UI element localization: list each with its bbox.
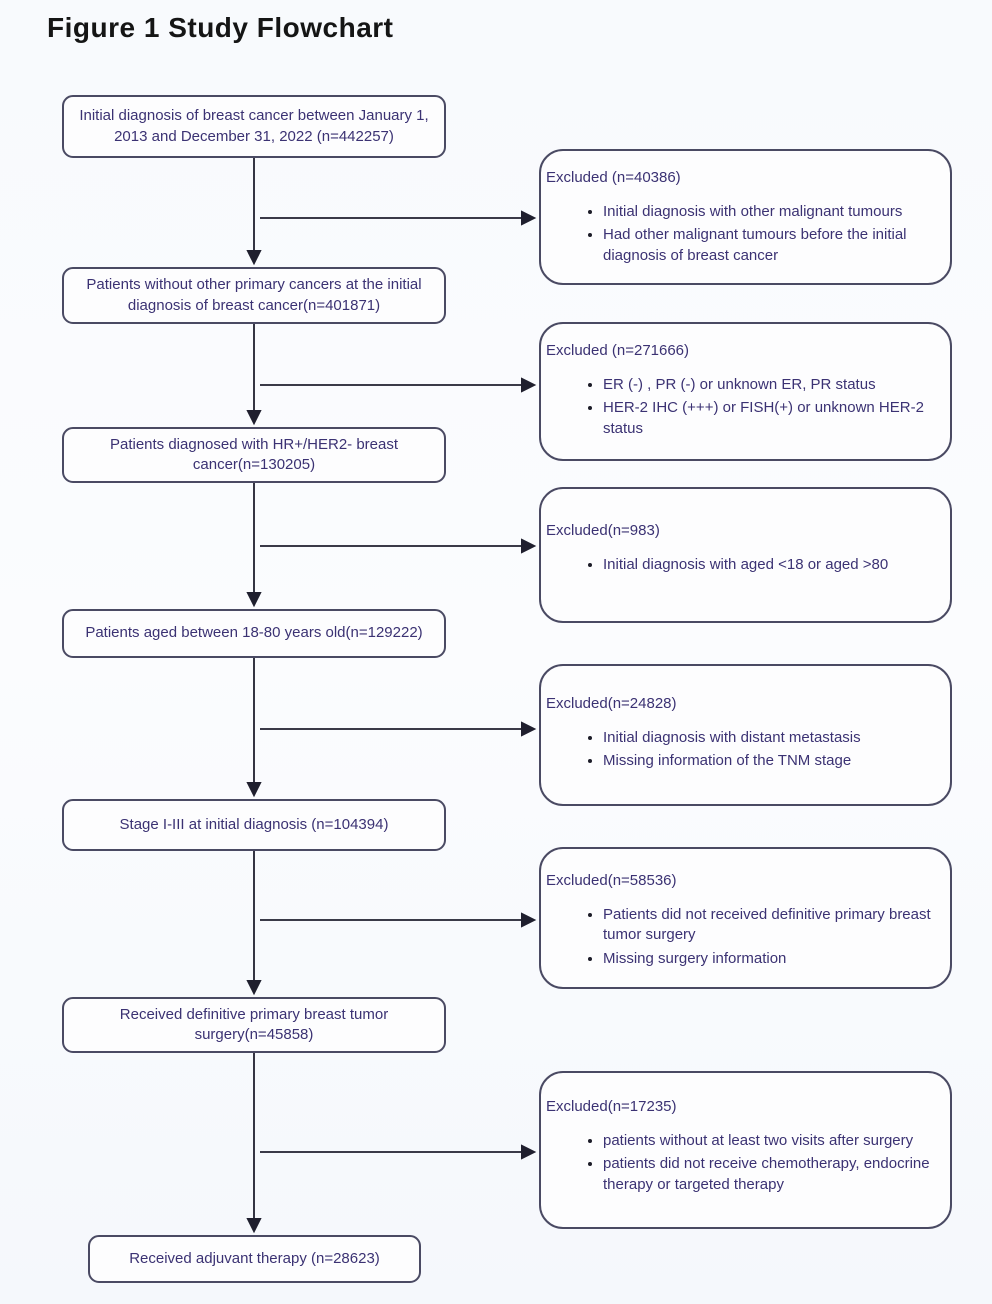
exclusion-bullet: ER (-) , PR (-) or unknown ER, PR status [603, 375, 936, 396]
exclusion-bullet-list: Initial diagnosis with distant metastasi… [546, 728, 936, 772]
exclusion-box-1: Excluded (n=40386) Initial diagnosis wit… [539, 149, 952, 285]
exclusion-bullet: Patients did not received definitive pri… [603, 905, 936, 946]
exclusion-bullet: patients without at least two visits aft… [603, 1131, 936, 1152]
exclusion-box-2: Excluded (n=271666) ER (-) , PR (-) or u… [539, 322, 952, 461]
flow-box-initial-diagnosis: Initial diagnosis of breast cancer betwe… [62, 95, 446, 158]
exclusion-bullet: Initial diagnosis with distant metastasi… [603, 728, 936, 749]
exclusion-box-3: Excluded(n=983) Initial diagnosis with a… [539, 487, 952, 623]
exclusion-header: Excluded(n=58536) [546, 872, 677, 889]
flow-box-label: Patients diagnosed with HR+/HER2- breast… [109, 435, 399, 473]
flow-box-stage-i-iii: Stage I-III at initial diagnosis (n=1043… [62, 799, 446, 851]
exclusion-header: Excluded(n=983) [546, 522, 660, 539]
exclusion-bullet: Had other malignant tumours before the i… [603, 225, 936, 266]
flow-box-no-other-primary-cancers: Patients without other primary cancers a… [62, 267, 446, 324]
exclusion-box-5: Excluded(n=58536) Patients did not recei… [539, 847, 952, 989]
exclusion-header: Excluded(n=24828) [546, 695, 677, 712]
flow-box-label: Patients aged between 18-80 years old(n=… [85, 624, 423, 642]
flow-box-aged-18-80: Patients aged between 18-80 years old(n=… [62, 609, 446, 658]
exclusion-bullet-list: ER (-) , PR (-) or unknown ER, PR status… [546, 375, 936, 440]
exclusion-bullet: Missing surgery information [603, 949, 936, 970]
exclusion-box-6: Excluded(n=17235) patients without at le… [539, 1071, 952, 1229]
figure-title: Figure 1 Study Flowchart [47, 12, 394, 43]
flow-box-label: Received definitive primary breast tumor… [119, 1005, 389, 1043]
exclusion-bullet-list: Patients did not received definitive pri… [546, 905, 936, 970]
flow-box-label: Stage I-III at initial diagnosis (n=1043… [119, 815, 389, 833]
exclusion-header: Excluded (n=40386) [546, 169, 681, 186]
flow-box-definitive-surgery: Received definitive primary breast tumor… [62, 997, 446, 1053]
exclusion-bullet: HER-2 IHC (+++) or FISH(+) or unknown HE… [603, 398, 936, 439]
flow-box-label: Received adjuvant therapy (n=28623) [129, 1249, 380, 1267]
exclusion-bullet-list: Initial diagnosis with other malignant t… [546, 202, 936, 267]
flow-box-hr-her2-breast-cancer: Patients diagnosed with HR+/HER2- breast… [62, 427, 446, 483]
flow-box-label: Patients without other primary cancers a… [86, 276, 422, 314]
exclusion-header: Excluded(n=17235) [546, 1098, 677, 1115]
exclusion-header: Excluded (n=271666) [546, 342, 690, 359]
exclusion-bullet: patients did not receive chemotherapy, e… [603, 1154, 936, 1195]
exclusion-bullet: Missing information of the TNM stage [603, 751, 936, 772]
exclusion-bullet-list: Initial diagnosis with aged <18 or aged … [546, 555, 936, 576]
exclusion-bullet: Initial diagnosis with other malignant t… [603, 202, 936, 223]
flow-box-label: Initial diagnosis of breast cancer betwe… [79, 107, 429, 145]
exclusion-bullet: Initial diagnosis with aged <18 or aged … [603, 555, 936, 576]
exclusion-bullet-list: patients without at least two visits aft… [546, 1131, 936, 1196]
exclusion-box-4: Excluded(n=24828) Initial diagnosis with… [539, 664, 952, 806]
flow-box-adjuvant-therapy: Received adjuvant therapy (n=28623) [88, 1235, 421, 1283]
